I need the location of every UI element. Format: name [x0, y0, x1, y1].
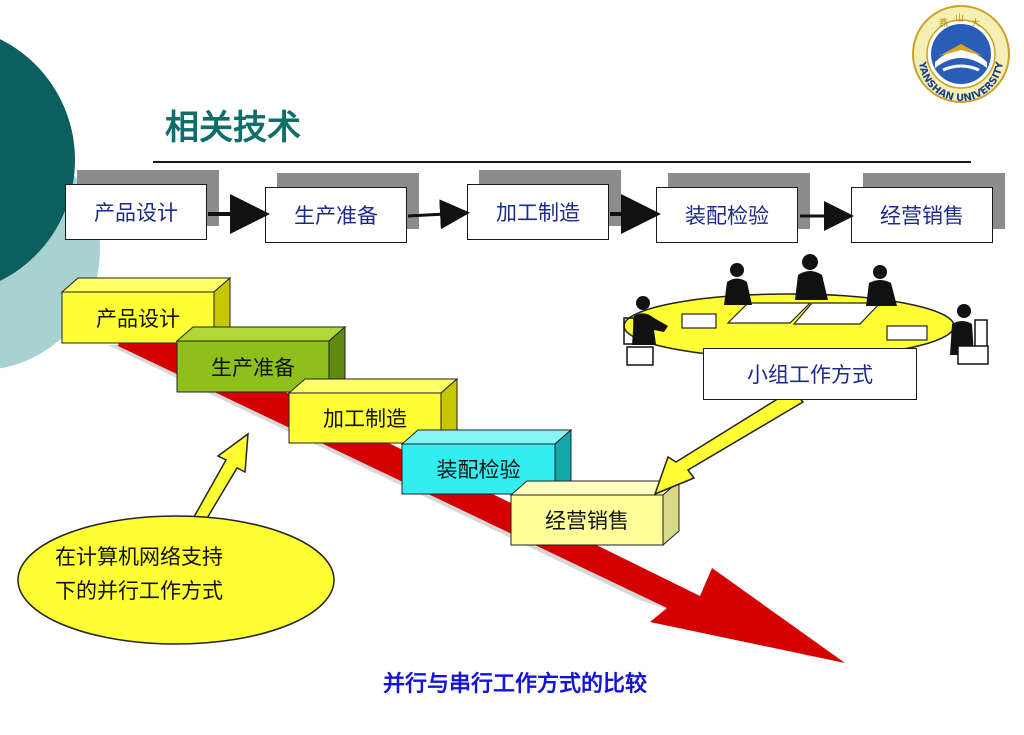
team-work-label: 小组工作方式: [703, 348, 917, 400]
parallel-step-label: 生产准备: [211, 355, 295, 380]
person-icon: [950, 304, 989, 365]
logo-seal-script: 燕: [939, 17, 948, 29]
parallel-bubble: [17, 515, 335, 645]
parallel-step-label: 加工制造: [323, 407, 407, 431]
university-logo: 燕 山 大 YANSHAN UNIVERSITY: [912, 5, 1010, 104]
parallel-step-label: 产品设计: [96, 306, 180, 331]
serial-step-assembly-inspection: 装配检验: [656, 187, 798, 243]
serial-step-label: 经营销售: [880, 204, 964, 228]
parallel-step-label: 装配检验: [436, 458, 521, 482]
page-title: 相关技术: [165, 108, 301, 148]
svg-text:大: 大: [971, 17, 980, 29]
person-icon: [866, 265, 897, 306]
bubble-line-2: 下的并行工作方式: [55, 579, 223, 603]
diagram-caption: 并行与串行工作方式的比较: [382, 672, 647, 697]
serial-step-label: 产品设计: [94, 201, 178, 225]
svg-text:山: 山: [955, 13, 964, 24]
team-meeting-illustration: [623, 254, 989, 366]
bubble-line-1: 在计算机网络支持: [55, 545, 223, 569]
team-pointer-arrow: [653, 389, 805, 496]
serial-step-label: 装配检验: [685, 204, 769, 228]
parallel-step-production-prep: [175, 325, 347, 394]
dark-teal-circle: [0, 39, 75, 281]
serial-step-production-prep: 生产准备: [265, 187, 407, 243]
serial-step-label: 加工制造: [496, 201, 580, 225]
serial-step-manufacturing: 加工制造: [467, 184, 609, 240]
person-icon: [795, 254, 828, 300]
bubble-pointer-arrow: [188, 432, 249, 532]
bubble-text: 在计算机网络支持 下的并行工作方式: [55, 540, 295, 608]
serial-step-label: 生产准备: [294, 204, 378, 228]
parallel-step-label: 经营销售: [545, 509, 629, 533]
serial-step-product-design: 产品设计: [65, 184, 207, 240]
serial-flow-arrows: [208, 194, 854, 234]
flow-arrow: [407, 199, 470, 230]
serial-step-sales: 经营销售: [851, 187, 993, 243]
person-icon: [724, 263, 752, 305]
person-icon: [623, 296, 668, 366]
title-divider: [153, 161, 971, 163]
